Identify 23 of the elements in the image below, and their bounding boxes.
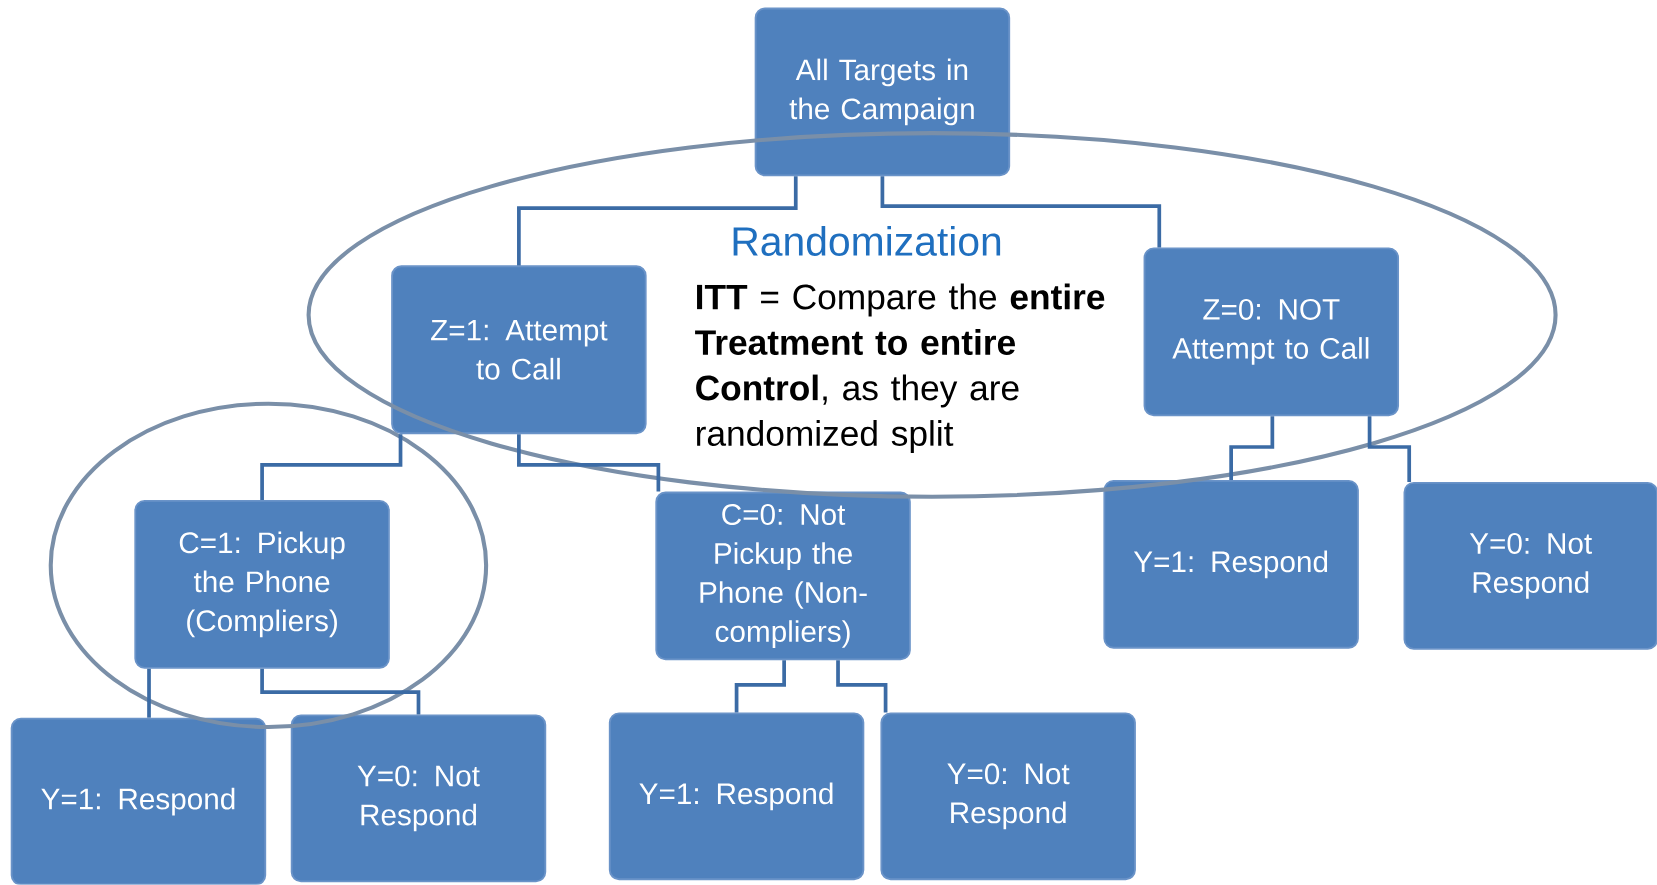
process-box: Y=1: Respond <box>608 712 865 881</box>
connector <box>260 434 403 501</box>
process-box: Y=0: Not Respond <box>880 712 1136 881</box>
connector <box>1229 416 1275 481</box>
connector <box>836 660 888 713</box>
process-box: Y=1: Respond <box>1103 480 1359 649</box>
process-box: C=1: Pickup the Phone (Compliers) <box>134 500 390 670</box>
connector <box>1367 416 1412 483</box>
process-box: Y=0: Not Respond <box>290 714 547 883</box>
process-box: C=0: Not Pickup the Phone (Non-compliers) <box>655 491 911 661</box>
connector <box>147 669 151 718</box>
connector <box>517 434 661 492</box>
connector <box>517 176 798 266</box>
process-box: Z=0: NOT Attempt to Call <box>1143 247 1400 417</box>
connector <box>260 669 421 715</box>
process-box: Y=1: Respond <box>10 717 267 885</box>
connector <box>880 176 1162 248</box>
note-text: ITT = Compare the entire Treatment to entire Control, as they are randomized split <box>695 283 1105 454</box>
connector <box>734 660 786 713</box>
process-box: All Targets in the Campaign <box>754 7 1011 177</box>
heading-text: Randomization <box>733 226 1001 257</box>
process-box: Y=0: Not Respond <box>1403 482 1657 651</box>
process-box: Z=1: Attempt to Call <box>391 265 647 435</box>
